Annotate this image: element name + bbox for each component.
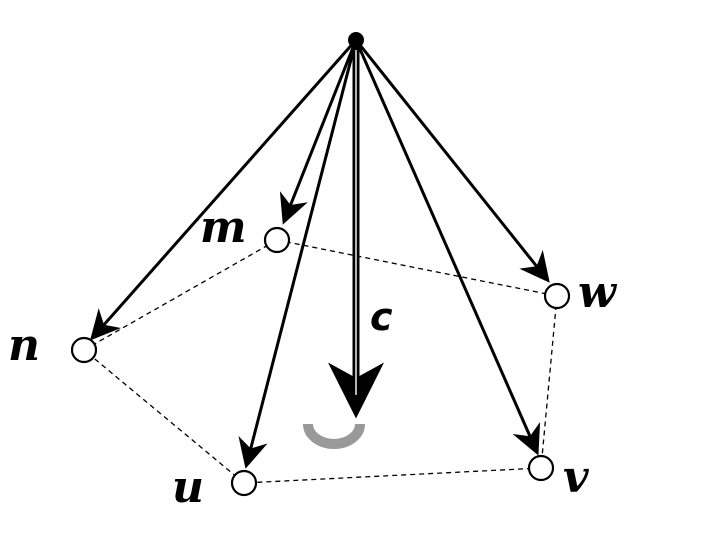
edge-w-v [540,295,558,469]
node-w [543,282,571,310]
arrows [90,39,550,469]
label-m: m [200,202,247,253]
arrow-to-w [354,39,550,283]
node-v [527,454,555,482]
node-n [70,336,98,364]
edge-v-u [243,467,542,484]
label-n: n [8,320,40,371]
labels: m w n u v c [8,202,618,513]
label-v: v [563,452,589,503]
arrow-to-n [90,39,358,341]
node-m [263,226,291,254]
arrow-to-v [354,39,541,456]
label-w: w [578,267,618,318]
arrow-to-u [238,39,358,469]
node-u [230,469,258,497]
edge-u-n [83,349,245,484]
label-c: c [370,295,393,339]
arrow-to-m [279,39,358,225]
edge-n-m [83,239,278,351]
source-point [348,32,364,48]
nodes [70,226,571,497]
label-u: u [172,462,204,513]
hook-shape [303,423,365,449]
edge-m-w [276,239,558,297]
